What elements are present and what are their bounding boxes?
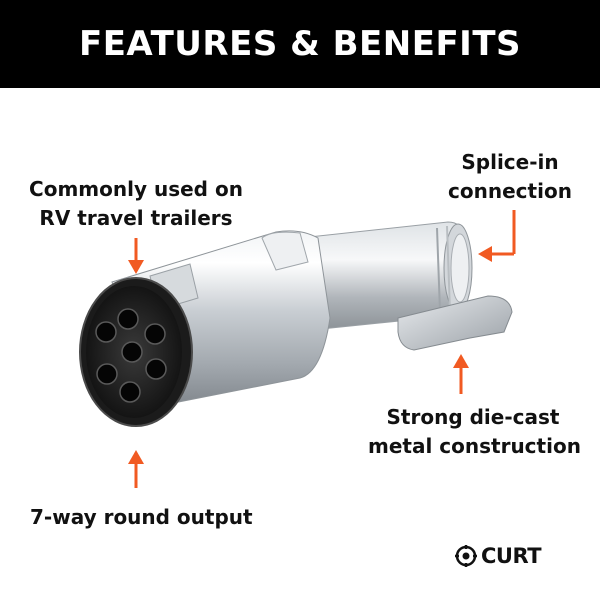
curt-gear-icon bbox=[455, 545, 477, 567]
pin-socket-6 bbox=[95, 321, 117, 343]
callout-output-line: 7-way round output bbox=[30, 505, 253, 529]
header-bar: FEATURES & BENEFITS bbox=[0, 0, 600, 88]
callout-diecast-line-2: metal construction bbox=[368, 434, 581, 458]
brand-name: CURT bbox=[481, 544, 542, 568]
arrow-down-rv bbox=[128, 238, 144, 274]
latch-tab bbox=[397, 295, 513, 351]
pin-socket-2 bbox=[144, 323, 166, 345]
hinge-bump bbox=[261, 231, 309, 271]
arrow-up-output bbox=[128, 450, 144, 488]
splice-end bbox=[299, 221, 473, 331]
pin-sockets bbox=[95, 308, 167, 403]
connector-face bbox=[79, 277, 193, 427]
callout-diecast-line-1: Strong die-cast bbox=[386, 405, 560, 429]
pin-socket-3 bbox=[145, 358, 167, 380]
callout-splice-line-1: Splice-in bbox=[461, 150, 559, 174]
callout-splice-line-2: connection bbox=[448, 179, 572, 203]
callout-output: 7-way round output bbox=[30, 503, 253, 532]
page-title: FEATURES & BENEFITS bbox=[78, 24, 522, 64]
pin-socket-center bbox=[121, 341, 143, 363]
callout-splice-in: Splice-in connection bbox=[440, 148, 580, 206]
arrow-left-splice bbox=[478, 210, 516, 262]
pin-socket-5 bbox=[96, 363, 118, 385]
arrow-up-diecast bbox=[453, 354, 469, 394]
callout-rv-line-2: RV travel trailers bbox=[39, 206, 233, 230]
pin-socket-1 bbox=[117, 308, 139, 330]
callout-rv-line-1: Commonly used on bbox=[29, 177, 243, 201]
callout-arrows bbox=[128, 210, 516, 488]
pin-socket-4 bbox=[119, 381, 141, 403]
callout-die-cast: Strong die-cast metal construction bbox=[368, 403, 581, 461]
brand-logo: CURT bbox=[455, 544, 542, 568]
callout-rv-trailers: Commonly used on RV travel trailers bbox=[0, 175, 272, 233]
